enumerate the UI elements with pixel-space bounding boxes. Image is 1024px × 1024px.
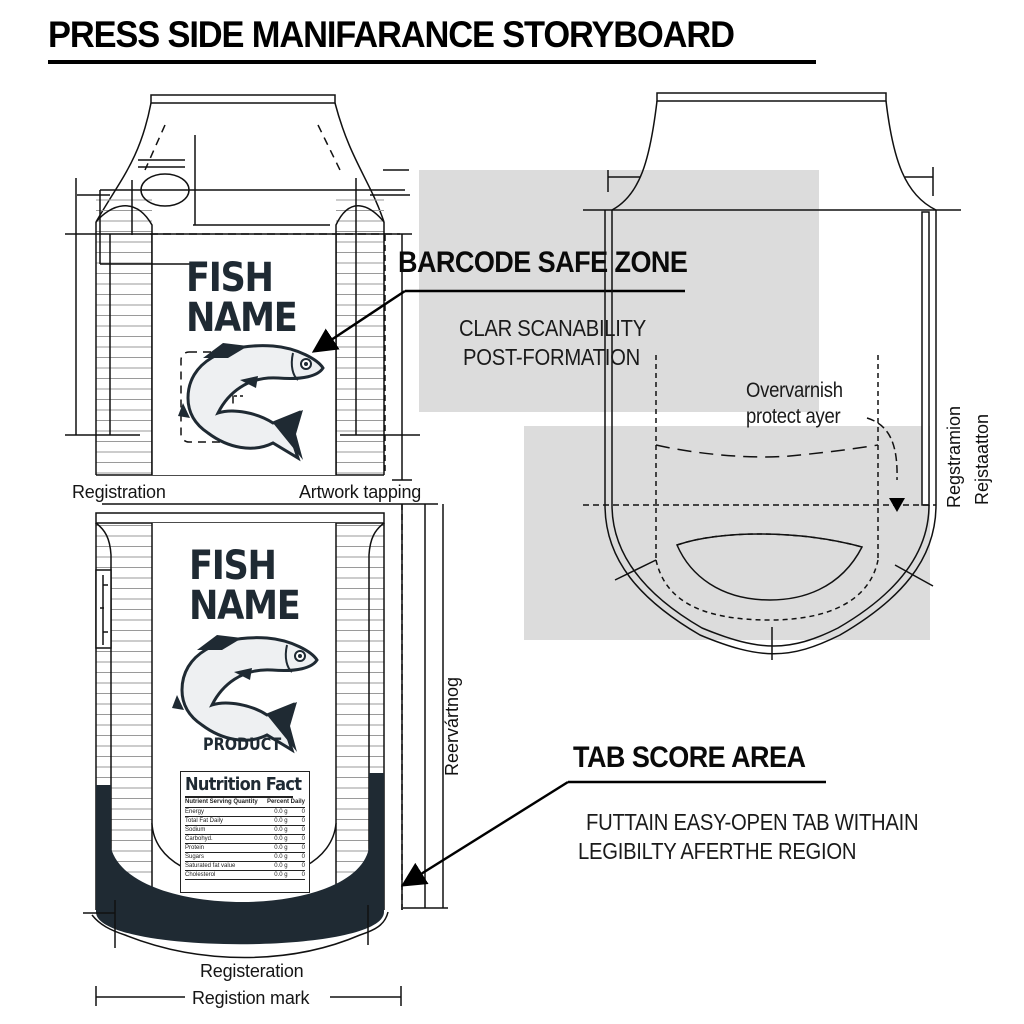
overvarnish-label-line-2: protect ayer xyxy=(746,405,841,428)
nutrient-amount: 0.0 g xyxy=(274,818,288,824)
right-side-label-1: Regstramion xyxy=(944,405,964,508)
nutrient-amount: 0.0 g xyxy=(274,809,288,815)
top-label-artwork-tapping: Artwork tapping xyxy=(299,482,422,502)
nutrient-name: Saturated fat value xyxy=(185,863,236,869)
nutrient-dv: 0 xyxy=(301,836,305,842)
nutrition-row: Saturated fat value 0.0 g 0 xyxy=(185,862,305,871)
nutrient-name: Protein xyxy=(185,845,205,851)
barcode-leader-line xyxy=(311,289,685,353)
nutrient-name: Energy xyxy=(185,809,205,815)
nutrient-name: Total Fat Daily xyxy=(185,818,224,824)
bottom-label-registeration: Registeration xyxy=(200,961,304,981)
nutrition-facts-title: Nutrition Fact xyxy=(185,774,302,798)
bottom-brand-line-2: NAME xyxy=(189,583,301,629)
barcode-callout-line-1: CLAR SCANABILITY xyxy=(459,315,646,341)
nutrition-row: Total Fat Daily 0.0 g 0 xyxy=(185,817,305,826)
tab-score-safe-zone xyxy=(524,426,930,640)
page-title: PRESS SIDE MANIFARANCE STORYBOARD xyxy=(48,14,735,55)
nutrient-amount: 0.0 g xyxy=(274,854,288,860)
nutrient-dv: 0 xyxy=(301,845,305,851)
side-label-reervartnog: Reervártnog xyxy=(442,676,462,776)
nutrient-dv: 0 xyxy=(301,818,305,824)
overvarnish-arrowhead xyxy=(889,498,905,512)
nutrition-facts-header: Nutrient Serving Quantity Percent Daily xyxy=(185,798,305,808)
nutrient-dv: 0 xyxy=(301,872,305,878)
barcode-callout-line-2: POST-FORMATION xyxy=(463,344,640,370)
nutrient-name: Sodium xyxy=(185,827,206,833)
title-underline xyxy=(48,60,816,64)
product-label: PRODUCT xyxy=(203,735,282,755)
nutrition-header-right: Percent Daily xyxy=(266,799,305,805)
nutrient-name: Carbohyd. xyxy=(185,836,213,842)
tab-score-callout-title: TAB SCORE AREA xyxy=(573,741,806,774)
nutrient-amount: 0.0 g xyxy=(274,872,288,878)
registration-dimension-line xyxy=(95,986,402,1006)
bottom-pouch-brand-name: FISH NAME xyxy=(189,543,301,629)
nutrition-row: Carbohyd. 0.0 g 0 xyxy=(185,835,305,844)
barcode-callout-title: BARCODE SAFE ZONE xyxy=(398,246,688,279)
nutrient-amount: 0.0 g xyxy=(274,845,288,851)
bottom-brand-line-1: FISH xyxy=(189,543,277,589)
nutrition-header-left: Nutrient Serving Quantity xyxy=(185,799,258,805)
nutrient-dv: 0 xyxy=(301,863,305,869)
nutrient-amount: 0.0 g xyxy=(274,827,288,833)
nutrient-amount: 0.0 g xyxy=(274,836,288,842)
top-label-registration: Registration xyxy=(72,482,166,502)
top-brand-line-2: NAME xyxy=(186,295,298,341)
overvarnish-label-line-1: Overvarnish xyxy=(746,379,843,402)
nutrient-dv: 0 xyxy=(301,809,305,815)
bottom-label-registion-mark: Registion mark xyxy=(192,988,310,1008)
fish-illustration-top xyxy=(178,343,325,462)
bottom-gusset-band xyxy=(83,773,389,959)
tab-score-leader-line xyxy=(400,780,826,887)
nutrient-dv: 0 xyxy=(301,854,305,860)
nutrition-row: Energy 0.0 g 0 xyxy=(185,808,305,817)
nutrient-amount: 0.0 g xyxy=(274,863,288,869)
top-brand-line-1: FISH xyxy=(186,255,274,301)
right-side-label-2: Rejstaatton xyxy=(972,413,992,505)
top-pouch-brand-name: FISH NAME xyxy=(186,255,298,341)
nutrition-row: Cholesterol 0.0 g 0 xyxy=(185,871,305,880)
nutrient-name: Cholesterol xyxy=(185,872,216,878)
nutrient-dv: 0 xyxy=(301,827,305,833)
nutrition-row: Sodium 0.0 g 0 xyxy=(185,826,305,835)
tab-score-callout-line-2: LEGIBILTY AFERTHE REGION xyxy=(578,838,857,864)
fish-illustration-bottom xyxy=(172,635,319,754)
nutrition-row: Protein 0.0 g 0 xyxy=(185,844,305,853)
nutrition-row: Sugars 0.0 g 0 xyxy=(185,853,305,862)
nutrient-name: Sugars xyxy=(185,854,205,860)
right-pouch-drawing xyxy=(583,92,961,660)
tab-score-callout-line-1: FUTTAIN EASY-OPEN TAB WITHAIN xyxy=(586,809,919,835)
nutrition-facts-panel: Nutrition Fact Nutrient Serving Quantity… xyxy=(180,771,310,893)
